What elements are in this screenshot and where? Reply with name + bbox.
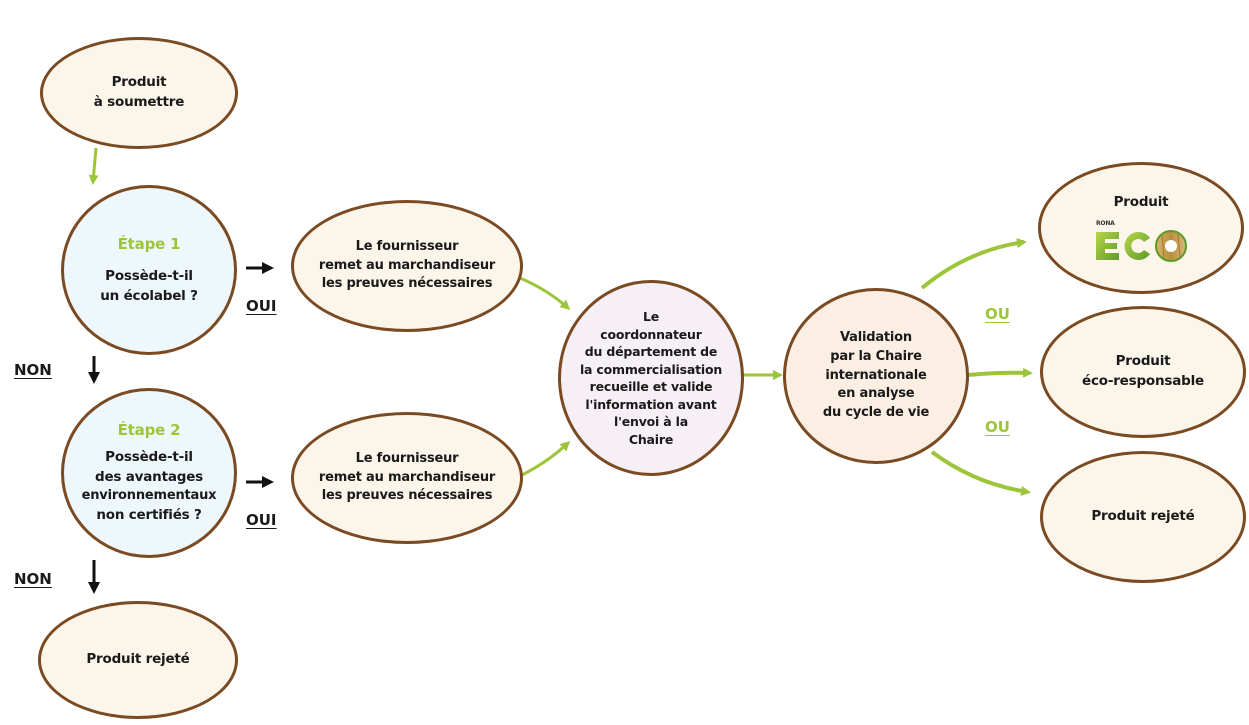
- rona-eco-logo: RONA: [1092, 220, 1190, 263]
- validation-node: Validation par la Chaire internationale …: [783, 288, 969, 464]
- arrow-validation-to-responsible: [967, 367, 1033, 378]
- coordinator-node: Le coordonnateur du département de la co…: [558, 280, 744, 476]
- result-responsible-node: Produit éco-responsable: [1040, 306, 1246, 438]
- label-non-step2: NON: [14, 570, 52, 588]
- label-oui-step2: OUI: [246, 511, 277, 529]
- start-node: Produit à soumettre: [40, 37, 238, 149]
- arrow-supplier2-to-coordinator: [519, 440, 571, 478]
- arrow-validation-to-eco: [920, 238, 1027, 290]
- arrow-validation-to-rejected: [930, 450, 1031, 496]
- supplier1-node: Le fournisseur remet au marchandiseur le…: [291, 200, 523, 332]
- label-ou-2: OU: [985, 418, 1010, 436]
- step1-title: Étape 1: [117, 234, 181, 253]
- step2-title: Étape 2: [117, 421, 181, 440]
- result-eco-node: Produit RONA: [1038, 162, 1244, 294]
- rejected-left-node: Produit rejeté: [38, 601, 238, 719]
- supplier2-node: Le fournisseur remet au marchandiseur le…: [291, 412, 523, 544]
- step2-node: Étape 2 Possède-t-il des avantages envir…: [61, 388, 237, 558]
- arrow-start-to-step1: [88, 147, 99, 185]
- label-ou-1: OU: [985, 305, 1010, 323]
- eco-logo-icon: [1096, 230, 1187, 263]
- result-rejected-node: Produit rejeté: [1040, 451, 1246, 583]
- label-oui-step1: OUI: [246, 297, 277, 315]
- step1-node: Étape 1 Possède-t-il un écolabel ?: [61, 185, 237, 355]
- arrow-supplier1-to-coordinator: [519, 276, 571, 311]
- label-non-step1: NON: [14, 361, 52, 379]
